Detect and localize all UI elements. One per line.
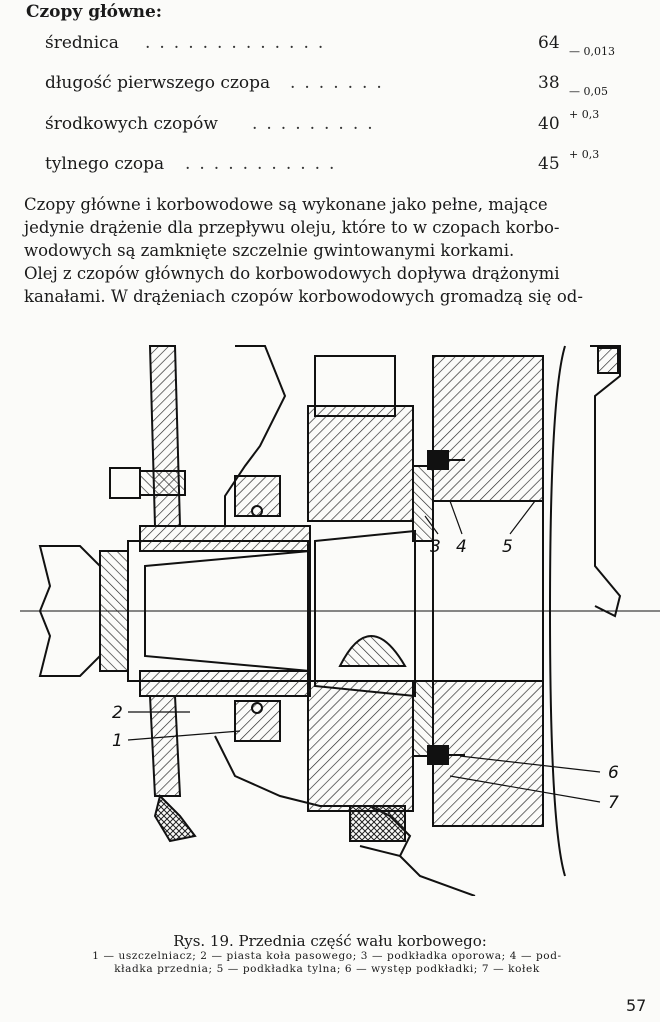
spec-tolerance: — 0,013 <box>569 45 615 58</box>
figure-labels: 3 4 5 2 1 6 7 <box>112 537 619 813</box>
leader-dots: ........... <box>185 154 344 174</box>
text-line: Czopy główne i korbowodowe są wykonane j… <box>24 195 548 214</box>
spec-label: długość pierwszego czopa <box>45 73 271 93</box>
spec-tolerance: + 0,3 <box>569 108 600 121</box>
label-6: 6 <box>608 763 619 783</box>
spec-value: 45 <box>538 154 560 174</box>
spec-row: tylnego czopa ........... 45 + 0,3 <box>45 148 635 180</box>
legend-line: kładka przednia; 5 — podkładka tylna; 6 … <box>114 963 540 975</box>
label-5: 5 <box>502 537 513 557</box>
leader-dots: ....... <box>290 73 391 93</box>
spec-label: średnica <box>45 33 119 53</box>
section-heading: Czopy główne: <box>26 2 163 22</box>
label-7: 7 <box>608 793 619 813</box>
spec-row: długość pierwszego czopa ....... 38 — 0,… <box>45 73 635 99</box>
spec-tolerance: — 0,05 <box>569 85 608 98</box>
text-line: kanałami. W drążeniach czopów korbowodow… <box>24 287 583 306</box>
legend-line: 1 — uszczelniacz; 2 — piasta koła pasowe… <box>92 950 562 962</box>
spec-row: średnica ............. 64 — 0,013 <box>45 33 635 59</box>
spec-label: tylnego czopa <box>45 154 165 174</box>
spec-row: środkowych czopów ......... 40 + 0,3 <box>45 108 635 140</box>
page-number: 57 <box>626 996 647 1015</box>
figure-legend: 1 — uszczelniacz; 2 — piasta koła pasowe… <box>12 950 642 976</box>
text-line: Olej z czopów głównych do korbowodowych … <box>24 264 560 283</box>
paragraph: Olej z czopów głównych do korbowodowych … <box>24 262 636 308</box>
label-2: 2 <box>112 703 123 723</box>
label-1: 1 <box>112 731 123 751</box>
spec-value: 40 <box>538 114 560 134</box>
spec-tolerance: + 0,3 <box>569 148 600 161</box>
crankshaft-cross-section-figure: 3 4 5 2 1 6 7 <box>20 345 660 896</box>
label-3: 3 <box>430 537 441 557</box>
text-line: jedynie drążenie dla przepływu oleju, kt… <box>24 218 560 237</box>
spec-value: 64 <box>538 33 560 53</box>
text-line: wodowych są zamknięte szczelnie gwintowa… <box>24 241 515 260</box>
spec-label: środkowych czopów <box>45 114 218 134</box>
leader-dots: ............. <box>145 33 333 53</box>
label-4: 4 <box>456 537 467 557</box>
paragraph: Czopy główne i korbowodowe są wykonane j… <box>24 193 636 262</box>
leader-dots: ......... <box>252 114 382 134</box>
figure-caption: Rys. 19. Przednia część wału korbowego: <box>173 932 487 950</box>
spec-value: 38 <box>538 73 560 93</box>
leader-lines <box>127 500 601 803</box>
